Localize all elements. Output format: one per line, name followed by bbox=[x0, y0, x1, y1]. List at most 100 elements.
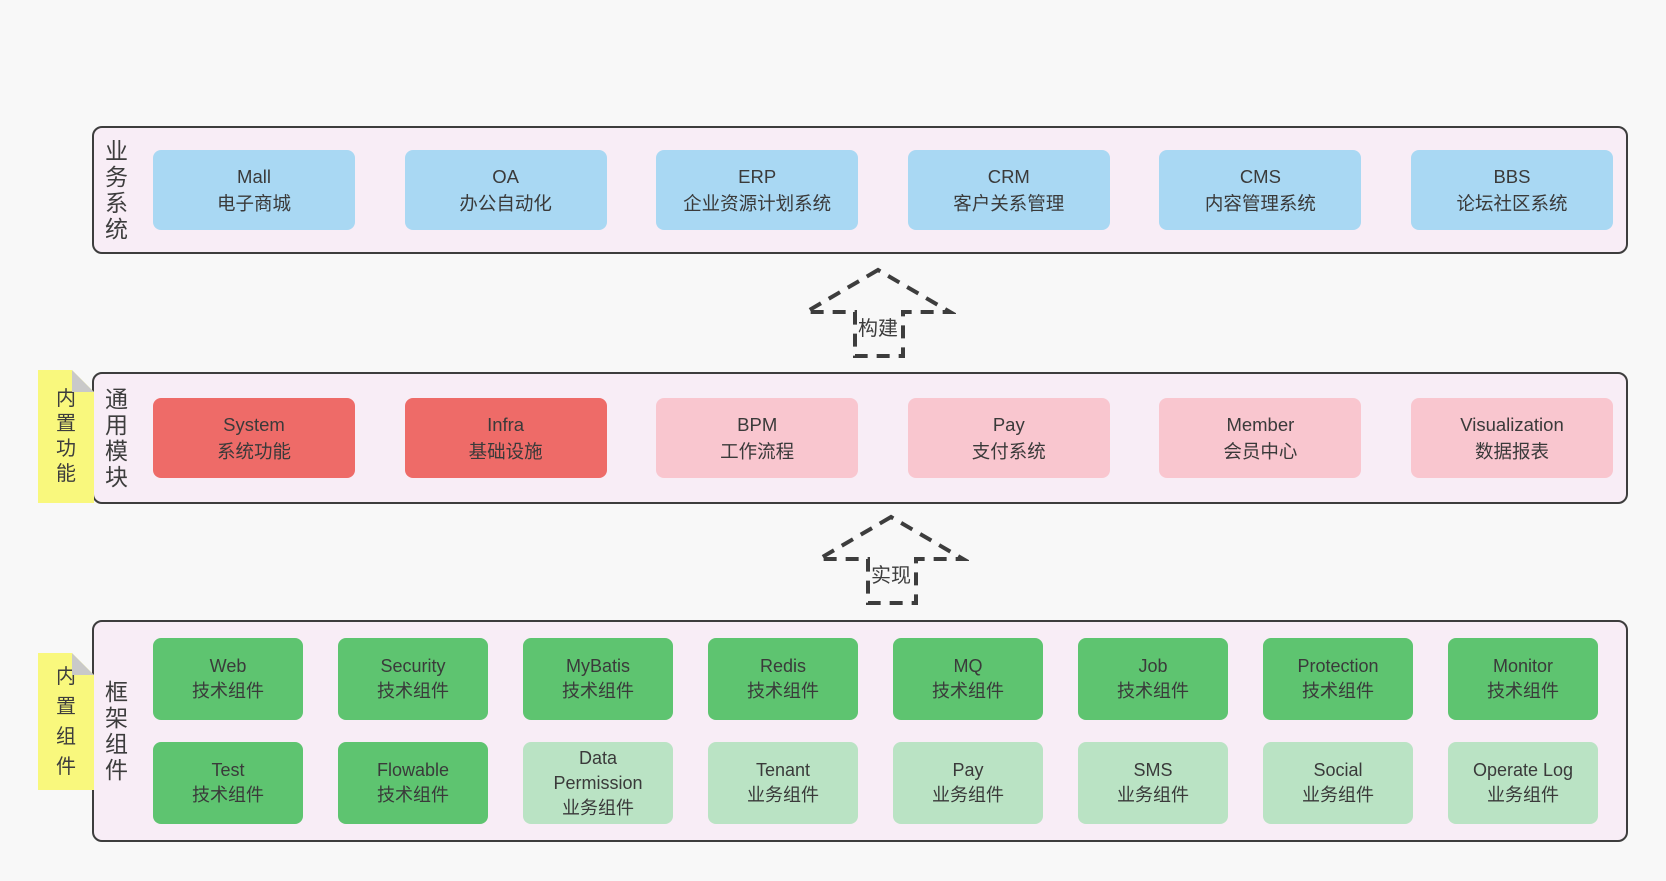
band-framework-components: 框架组件 Web 技术组件 Security 技术组件 MyBatis 技术组件… bbox=[92, 620, 1628, 842]
box-test: Test 技术组件 bbox=[153, 742, 303, 824]
dashed-up-arrow-icon bbox=[813, 514, 969, 605]
box-sms: SMS 业务组件 bbox=[1078, 742, 1228, 824]
box-title: Data Permission bbox=[553, 747, 643, 793]
box-title: ERP bbox=[738, 166, 777, 187]
box-member: Member 会员中心 bbox=[1159, 398, 1362, 478]
box-tenant: Tenant 业务组件 bbox=[708, 742, 858, 824]
box-subtitle: 客户关系管理 bbox=[953, 193, 1065, 214]
box-subtitle: 技术组件 bbox=[1302, 681, 1374, 701]
box-visualization: Visualization 数据报表 bbox=[1410, 398, 1613, 478]
box-crm: CRM 客户关系管理 bbox=[907, 150, 1110, 230]
box-title: Pay bbox=[992, 414, 1025, 435]
band-modules-content: System 系统功能 Infra 基础设施 BPM 工作流程 Pay 支付系统… bbox=[131, 374, 1626, 502]
band-label-modules: 通用模块 bbox=[105, 386, 128, 490]
box-erp: ERP 企业资源计划系统 bbox=[656, 150, 859, 230]
box-subtitle: 技术组件 bbox=[1117, 681, 1189, 701]
band-business-systems: 业务系统 Mall 电子商城 OA 办公自动化 ERP 企业资源计划系统 CRM… bbox=[92, 126, 1628, 254]
box-flowable: Flowable 技术组件 bbox=[338, 742, 488, 824]
box-title: MQ bbox=[953, 656, 983, 676]
box-subtitle: 电子商城 bbox=[216, 193, 291, 214]
box-subtitle: 技术组件 bbox=[562, 681, 634, 701]
box-subtitle: 业务组件 bbox=[1117, 785, 1189, 805]
box-subtitle: 业务组件 bbox=[932, 785, 1004, 805]
box-title: Operate Log bbox=[1472, 760, 1574, 780]
box-subtitle: 基础设施 bbox=[468, 441, 543, 462]
box-subtitle: 工作流程 bbox=[720, 441, 795, 462]
box-title: BBS bbox=[1493, 166, 1531, 187]
box-subtitle: 技术组件 bbox=[377, 681, 449, 701]
box-bbs: BBS 论坛社区系统 bbox=[1410, 150, 1613, 230]
box-protection: Protection 技术组件 bbox=[1263, 638, 1413, 720]
box-title: Test bbox=[211, 760, 245, 780]
box-infra: Infra 基础设施 bbox=[404, 398, 607, 478]
arrow-implement-label: 实现 bbox=[871, 565, 911, 587]
box-subtitle: 技术组件 bbox=[932, 681, 1004, 701]
box-monitor: Monitor 技术组件 bbox=[1448, 638, 1598, 720]
box-title: BPM bbox=[737, 414, 778, 435]
box-title: Tenant bbox=[755, 760, 811, 780]
framework-row-2: Test 技术组件 Flowable 技术组件 Data Permission … bbox=[153, 742, 1598, 824]
band-framework-content: Web 技术组件 Security 技术组件 MyBatis 技术组件 Redi… bbox=[131, 622, 1626, 840]
box-title: CMS bbox=[1239, 166, 1281, 187]
box-title: Infra bbox=[487, 414, 525, 435]
box-pay-system: Pay 支付系统 bbox=[907, 398, 1110, 478]
sticky-note-builtin-functions: 内置功能 bbox=[38, 370, 94, 503]
dashed-up-arrow-icon bbox=[800, 267, 956, 358]
box-subtitle: 技术组件 bbox=[192, 681, 264, 701]
framework-row-1: Web 技术组件 Security 技术组件 MyBatis 技术组件 Redi… bbox=[153, 638, 1598, 720]
box-pay-component: Pay 业务组件 bbox=[893, 742, 1043, 824]
box-system: System 系统功能 bbox=[153, 398, 355, 478]
box-title: Web bbox=[209, 656, 247, 676]
box-title: Monitor bbox=[1492, 656, 1554, 676]
arrow-implement: 实现 bbox=[813, 512, 969, 607]
box-subtitle: 办公自动化 bbox=[459, 193, 552, 214]
box-subtitle: 内容管理系统 bbox=[1204, 193, 1316, 214]
band-common-modules: 通用模块 System 系统功能 Infra 基础设施 BPM 工作流程 Pay… bbox=[92, 372, 1628, 504]
box-title: Job bbox=[1138, 656, 1168, 676]
band-business-content: Mall 电子商城 OA 办公自动化 ERP 企业资源计划系统 CRM 客户关系… bbox=[131, 128, 1626, 252]
box-bpm: BPM 工作流程 bbox=[656, 398, 859, 478]
box-subtitle: 技术组件 bbox=[192, 785, 264, 805]
box-title: MyBatis bbox=[565, 656, 630, 676]
box-subtitle: 技术组件 bbox=[377, 785, 449, 805]
box-subtitle: 数据报表 bbox=[1474, 441, 1549, 462]
box-title: CRM bbox=[987, 166, 1030, 187]
box-oa: OA 办公自动化 bbox=[404, 150, 607, 230]
box-web: Web 技术组件 bbox=[153, 638, 303, 720]
box-subtitle: 技术组件 bbox=[747, 681, 819, 701]
box-title: Member bbox=[1226, 414, 1295, 435]
box-security: Security 技术组件 bbox=[338, 638, 488, 720]
box-title: Pay bbox=[952, 760, 984, 780]
box-mq: MQ 技术组件 bbox=[893, 638, 1043, 720]
box-job: Job 技术组件 bbox=[1078, 638, 1228, 720]
box-title: Security bbox=[380, 656, 446, 676]
box-cms: CMS 内容管理系统 bbox=[1159, 150, 1362, 230]
box-subtitle: 系统功能 bbox=[216, 441, 291, 462]
box-data-permission: Data Permission 业务组件 bbox=[523, 742, 673, 824]
box-title: Social bbox=[1313, 760, 1363, 780]
box-title: Protection bbox=[1297, 656, 1379, 676]
box-title: Flowable bbox=[376, 760, 450, 780]
box-mybatis: MyBatis 技术组件 bbox=[523, 638, 673, 720]
arrow-build: 构建 bbox=[800, 265, 956, 360]
box-title: Mall bbox=[237, 166, 271, 187]
box-subtitle: 论坛社区系统 bbox=[1456, 193, 1568, 214]
arrow-build-label: 构建 bbox=[858, 318, 898, 340]
sticky-note-text: 内置组件 bbox=[56, 665, 76, 778]
box-subtitle: 技术组件 bbox=[1487, 681, 1559, 701]
box-operate-log: Operate Log 业务组件 bbox=[1448, 742, 1598, 824]
box-title: SMS bbox=[1133, 760, 1173, 780]
sticky-note-text: 内置功能 bbox=[56, 387, 76, 485]
box-title: Visualization bbox=[1460, 414, 1564, 435]
box-subtitle: 支付系统 bbox=[971, 441, 1046, 462]
box-subtitle: 业务组件 bbox=[1302, 785, 1374, 805]
sticky-note-builtin-components: 内置组件 bbox=[38, 653, 94, 790]
band-label-business: 业务系统 bbox=[105, 138, 128, 242]
box-subtitle: 企业资源计划系统 bbox=[683, 193, 832, 214]
box-title: OA bbox=[492, 166, 519, 187]
band-label-framework: 框架组件 bbox=[105, 679, 128, 783]
box-mall: Mall 电子商城 bbox=[153, 150, 355, 230]
box-title: Redis bbox=[759, 656, 807, 676]
box-subtitle: 会员中心 bbox=[1223, 441, 1298, 462]
